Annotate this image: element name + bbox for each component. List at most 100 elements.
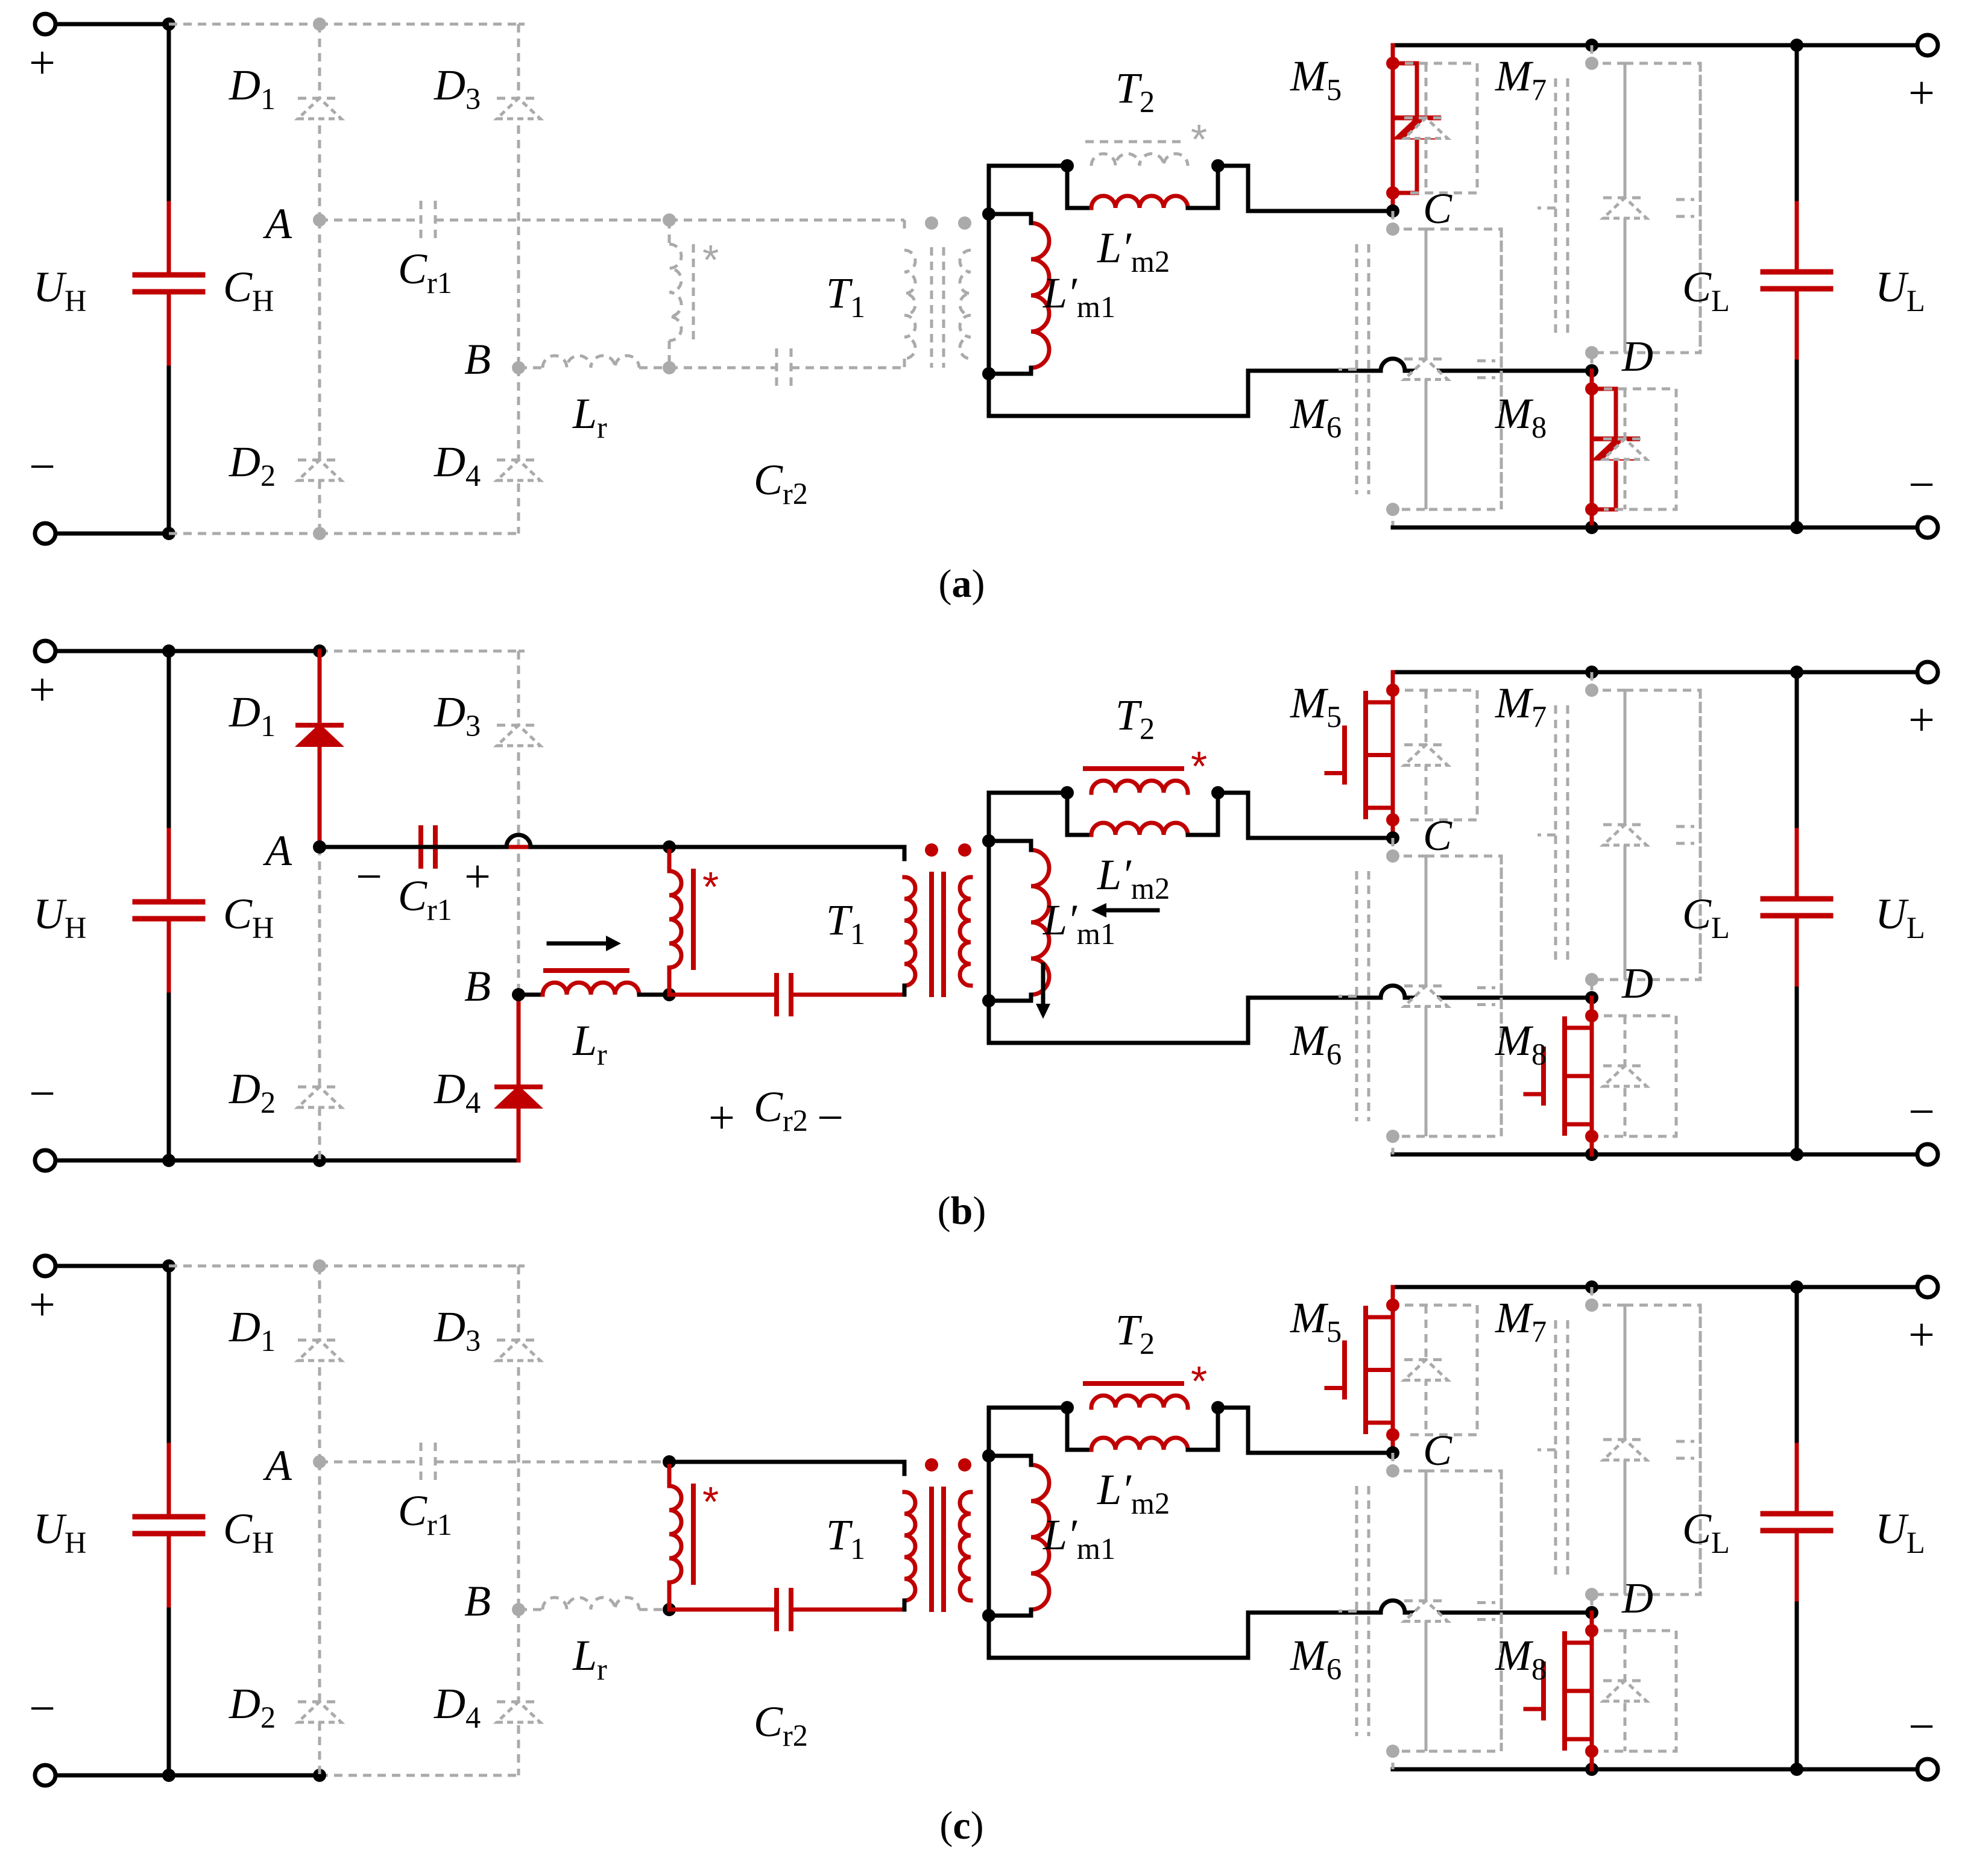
label-ch: CH (223, 890, 274, 945)
label-lm2: L′m2 (1097, 224, 1170, 279)
label-lr: Lr (572, 389, 607, 444)
label-d2: D2 (229, 1065, 276, 1119)
label-m5: M5 (1290, 1294, 1342, 1349)
label-lm1: L′m1 (1042, 896, 1115, 951)
lv-plus-sign: + (1908, 1308, 1935, 1361)
label-ul: UL (1875, 890, 1925, 945)
label-m7: M7 (1495, 52, 1547, 107)
hv-source: + − UH CH (29, 638, 274, 1173)
label-lm1: L′m1 (1042, 269, 1115, 324)
label-b: B (464, 1577, 491, 1625)
label-c: C (1423, 811, 1452, 860)
label-m6: M6 (1290, 1016, 1342, 1071)
lv-minus-sign: − (1908, 1085, 1935, 1138)
lv-plus-sign: + (1908, 693, 1935, 746)
label-lm1: L′m1 (1042, 1511, 1115, 1566)
label-d4: D4 (434, 1679, 481, 1734)
label-c: C (1423, 1426, 1452, 1475)
label-m8: M8 (1495, 1016, 1547, 1071)
tank-star-mark: * (702, 863, 719, 910)
label-a: A (263, 1441, 292, 1490)
label-d4: D4 (434, 438, 481, 493)
t2-star-mark: * (1191, 743, 1207, 790)
label-d4: D4 (434, 1065, 481, 1119)
label-cl: CL (1682, 890, 1730, 945)
hv-minus-sign: − (29, 440, 55, 493)
label-cr1: Cr1 (398, 245, 452, 300)
cr2-plus-sign: + (708, 1091, 735, 1144)
label-cr2: Cr2 (754, 456, 808, 511)
label-t1: T1 (826, 1511, 865, 1566)
transformer-t2: * T2L′m2 (986, 1306, 1594, 1660)
label-cr1: Cr1 (398, 872, 452, 927)
label-d2: D2 (229, 1679, 276, 1734)
label-d1: D1 (229, 688, 276, 743)
cr2-minus-sign: − (817, 1091, 844, 1144)
label-lr: Lr (572, 1016, 607, 1071)
label-m7: M7 (1495, 679, 1547, 734)
panel-caption-b: (b) (938, 1189, 986, 1233)
panel-caption-a: (a) (939, 562, 985, 606)
label-cl: CL (1682, 263, 1730, 318)
label-m8: M8 (1495, 389, 1547, 444)
label-m5: M5 (1290, 52, 1342, 107)
label-c: C (1423, 184, 1452, 233)
label-d3: D3 (434, 61, 481, 116)
transformer-t2: *T2L′m2 (986, 691, 1594, 1045)
transformer-t1: T1 L′m1 (826, 1441, 1115, 1622)
label-lr: Lr (572, 1631, 607, 1686)
label-uh: UH (33, 890, 86, 945)
label-d3: D3 (434, 1303, 481, 1358)
tank-star-mark: * (702, 236, 719, 283)
hv-plus-sign: + (29, 36, 55, 89)
lv-plus-sign: + (1908, 66, 1935, 119)
label-a: A (263, 826, 292, 875)
label-t2: T2 (1115, 1306, 1155, 1361)
label-cl: CL (1682, 1505, 1730, 1560)
label-ch: CH (223, 263, 274, 318)
label-ch: CH (223, 1505, 274, 1560)
label-cr2: Cr2 (754, 1083, 808, 1138)
label-m8: M8 (1495, 1631, 1547, 1686)
cr1-minus-sign: − (356, 850, 382, 902)
hv-plus-sign: + (29, 663, 55, 716)
hv-minus-sign: − (29, 1067, 55, 1119)
label-d: D (1621, 1574, 1653, 1622)
lv-minus-sign: − (1908, 458, 1935, 511)
hv-minus-sign: − (29, 1682, 55, 1734)
label-t2: T2 (1115, 691, 1155, 746)
label-t2: T2 (1115, 64, 1155, 119)
label-d1: D1 (229, 1303, 276, 1358)
transformer-t2: *T2L′m2 (986, 64, 1594, 418)
label-cr1: Cr1 (398, 1487, 452, 1541)
label-d: D (1621, 332, 1653, 380)
label-m6: M6 (1290, 389, 1342, 444)
t2-star-mark: * (1191, 1358, 1207, 1405)
label-t1: T1 (826, 269, 865, 324)
lv-minus-sign: − (1908, 1700, 1935, 1752)
label-uh: UH (33, 263, 86, 318)
label-lm2: L′m2 (1097, 1465, 1170, 1520)
transformer-t1: T1 L′m1 (826, 200, 1115, 380)
panel-caption-c: (c) (939, 1804, 983, 1848)
label-ul: UL (1875, 263, 1925, 318)
label-ul: UL (1875, 1505, 1925, 1560)
label-d1: D1 (229, 61, 276, 116)
cr1-plus-sign: + (464, 850, 491, 902)
label-a: A (263, 200, 292, 248)
label-m6: M6 (1290, 1631, 1342, 1686)
